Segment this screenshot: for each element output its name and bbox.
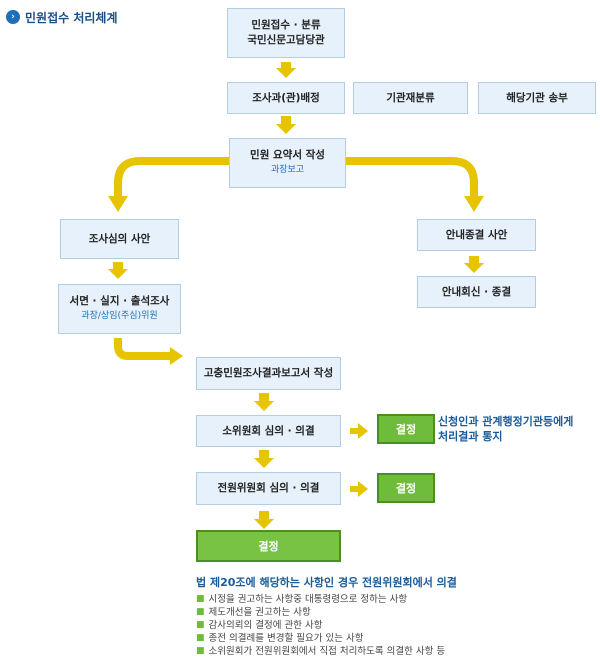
node-field-investigation: 서면 · 실지 · 출석조사 과장/상임(주심)위원 bbox=[58, 284, 181, 334]
law-title: 법 제20조에 해당하는 사항인 경우 전원위원회에서 의결 bbox=[196, 576, 457, 589]
node-guide-case: 안내종결 사안 bbox=[417, 219, 536, 251]
decision-box-2: 결정 bbox=[377, 473, 435, 503]
node-send-agency: 해당기관 송부 bbox=[478, 82, 596, 114]
arrow-right-report bbox=[170, 347, 183, 365]
law-item: ■소위원회가 전원위원회에서 직접 처리하도록 의결한 사항 등 bbox=[196, 645, 457, 658]
decision-box-final: 결정 bbox=[196, 530, 341, 562]
node-subcommittee-label: 소위원회 심의 · 의결 bbox=[222, 424, 315, 437]
arrow-down-6 bbox=[254, 450, 274, 468]
law-item: ■감사의뢰의 결정에 관한 사항 bbox=[196, 619, 457, 632]
page-title-text: 민원접수 처리체계 bbox=[25, 10, 118, 25]
arrow-down-4 bbox=[464, 256, 484, 273]
node-guide-reply-label: 안내회신 · 종결 bbox=[441, 285, 512, 298]
node-reception: 민원접수 · 분류 국민신문고담당관 bbox=[227, 8, 345, 58]
node-field-line1: 서면 · 실지 · 출석조사 bbox=[69, 295, 170, 307]
arrow-down-2 bbox=[276, 116, 296, 134]
node-summary: 민원 요약서 작성 과장보고 bbox=[229, 138, 346, 188]
arrow-down-3 bbox=[108, 262, 128, 279]
bullet-icon: ■ bbox=[196, 620, 205, 630]
node-assign: 조사과(관)배정 bbox=[227, 82, 345, 114]
node-send-agency-label: 해당기관 송부 bbox=[506, 91, 568, 104]
node-reception-line2: 국민신문고담당관 bbox=[247, 34, 325, 46]
node-field-line2: 과장/상임(주심)위원 bbox=[81, 311, 158, 321]
notification-line1: 신청인과 관계행정기관등에게 bbox=[438, 415, 574, 428]
law-item: ■시정을 권고하는 사항중 대통령령으로 정하는 사항 bbox=[196, 593, 457, 606]
arrow-down-right bbox=[464, 196, 484, 212]
node-plenary: 전원위원회 심의 · 의결 bbox=[196, 472, 341, 505]
law-item: ■제도개선을 권고하는 사항 bbox=[196, 606, 457, 619]
node-reception-line1: 민원접수 · 분류 bbox=[251, 19, 321, 31]
law-item-text: 소위원회가 전원위원회에서 직접 처리하도록 의결한 사항 등 bbox=[208, 646, 446, 657]
node-summary-label: 민원 요약서 작성 bbox=[250, 149, 325, 161]
node-summary-sub: 과장보고 bbox=[270, 165, 305, 175]
node-investigate-case: 조사심의 사안 bbox=[60, 219, 179, 259]
law-item-text: 시정을 권고하는 사항중 대통령령으로 정하는 사항 bbox=[208, 594, 408, 605]
arrow-right-2 bbox=[350, 481, 368, 497]
chevron-right-icon: › bbox=[6, 10, 20, 24]
bullet-icon: ■ bbox=[196, 607, 205, 617]
decision-1-label: 결정 bbox=[395, 423, 417, 436]
notification-line2: 처리결과 통지 bbox=[438, 430, 503, 443]
node-transfer-agency: 기관재분류 bbox=[353, 82, 468, 114]
law-item-text: 감사의뢰의 결정에 관한 사항 bbox=[208, 620, 323, 631]
node-guide-case-label: 안내종결 사안 bbox=[445, 228, 508, 241]
node-assign-label: 조사과(관)배정 bbox=[252, 91, 320, 104]
law-item-text: 제도개선을 권고하는 사항 bbox=[208, 607, 311, 618]
decision-box-1: 결정 bbox=[377, 414, 435, 444]
branch-left bbox=[114, 157, 230, 198]
node-guide-reply: 안내회신 · 종결 bbox=[417, 276, 536, 308]
law-section: 법 제20조에 해당하는 사항인 경우 전원위원회에서 의결 ■시정을 권고하는… bbox=[196, 574, 457, 658]
branch-report bbox=[114, 338, 172, 360]
node-investigate-case-label: 조사심의 사안 bbox=[88, 232, 151, 245]
arrow-right-1 bbox=[350, 423, 368, 439]
law-item: ■종전 의결례를 변경할 필요가 있는 사항 bbox=[196, 632, 457, 645]
page-title: › 민원접수 처리체계 bbox=[6, 8, 118, 26]
notification-text: 신청인과 관계행정기관등에게 처리결과 통지 bbox=[438, 414, 573, 444]
node-subcommittee: 소위원회 심의 · 의결 bbox=[196, 415, 341, 447]
bullet-icon: ■ bbox=[196, 594, 205, 604]
bullet-icon: ■ bbox=[196, 646, 205, 656]
branch-right bbox=[346, 157, 478, 198]
decision-final-label: 결정 bbox=[258, 540, 279, 553]
arrow-down-5 bbox=[254, 393, 274, 411]
arrow-down-1 bbox=[276, 62, 296, 78]
bullet-icon: ■ bbox=[196, 633, 205, 643]
node-transfer-agency-label: 기관재분류 bbox=[386, 91, 435, 104]
arrow-down-left bbox=[108, 196, 128, 212]
node-report-label: 고충민원조사결과보고서 작성 bbox=[203, 367, 334, 379]
node-report: 고충민원조사결과보고서 작성 bbox=[196, 357, 341, 390]
node-plenary-label: 전원위원회 심의 · 의결 bbox=[217, 482, 320, 494]
arrow-down-7 bbox=[254, 511, 274, 529]
decision-2-label: 결정 bbox=[395, 482, 417, 495]
law-item-text: 종전 의결례를 변경할 필요가 있는 사항 bbox=[208, 633, 364, 644]
